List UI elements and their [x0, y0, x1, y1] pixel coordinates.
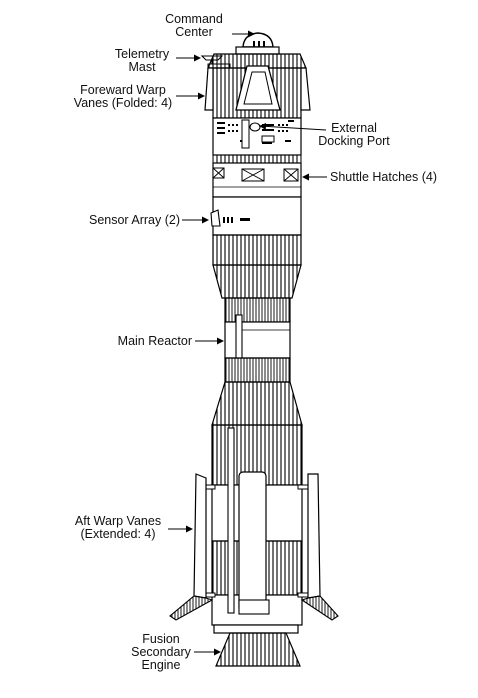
lower-body	[204, 381, 309, 626]
label-sensor-array: Sensor Array (2)	[88, 213, 180, 227]
label-foreward-warp-vanes: Foreward Warp Vanes (Folded: 4)	[73, 83, 173, 110]
aft-warp-vanes	[169, 473, 339, 621]
docking-section	[212, 117, 302, 156]
label-telemetry-mast: Telemetry Mast	[114, 47, 170, 74]
label-command-center: Command Center	[165, 12, 223, 39]
fusion-engine	[213, 624, 301, 667]
command-center-dome	[235, 32, 280, 55]
label-shuttle-hatches: Shuttle Hatches (4)	[330, 170, 437, 184]
label-aft-warp-vanes: Aft Warp Vanes (Extended: 4)	[74, 514, 162, 541]
label-external-docking-port: External Docking Port	[318, 121, 390, 148]
leader-lines	[168, 30, 327, 656]
sensor-section	[210, 196, 302, 236]
upper-collar	[212, 234, 302, 299]
upper-module	[204, 53, 311, 119]
shuttle-hatch-band	[212, 154, 302, 198]
reactor-section	[224, 297, 291, 383]
label-main-reactor: Main Reactor	[117, 334, 192, 348]
label-fusion-secondary-engine: Fusion Secondary Engine	[131, 632, 191, 672]
